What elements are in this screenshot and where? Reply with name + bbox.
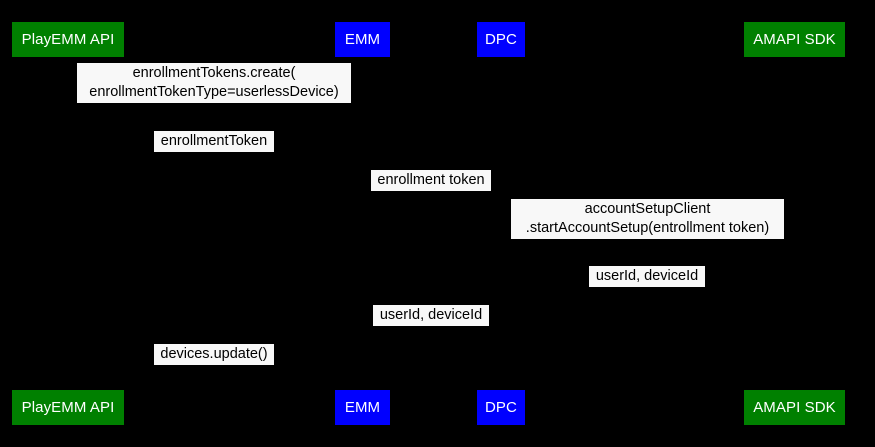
participant-amapi-sdk-bottom: AMAPI SDK <box>744 390 845 425</box>
message-label-5: userId, deviceId <box>589 266 705 287</box>
lifeline-dpc <box>501 57 502 390</box>
arrow-head-2 <box>356 152 363 160</box>
message-label-6: userId, deviceId <box>373 305 489 326</box>
message-arrow-7 <box>68 368 363 369</box>
arrow-head-7 <box>68 365 75 373</box>
participant-emm-bottom: EMM <box>335 390 390 425</box>
participant-playemm-api-bottom: PlayEMM API <box>12 390 124 425</box>
participant-label: PlayEMM API <box>21 31 115 48</box>
participant-label: DPC <box>485 399 517 416</box>
participant-label: EMM <box>344 31 381 48</box>
participant-label: PlayEMM API <box>21 399 115 416</box>
participant-label: EMM <box>344 399 381 416</box>
lifeline-playemm-api <box>68 57 69 390</box>
participant-label: AMAPI SDK <box>753 399 836 416</box>
message-label-line: .startAccountSetup(entrollment token) <box>525 220 770 236</box>
message-arrow-3 <box>363 194 501 195</box>
message-label-line: userId, deviceId <box>379 307 483 323</box>
arrow-head-5 <box>501 287 508 295</box>
arrow-head-3 <box>494 191 501 199</box>
message-label-line: userId, deviceId <box>595 268 699 284</box>
participant-emm-top: EMM <box>335 22 390 57</box>
lifeline-emm <box>363 57 364 390</box>
message-arrow-1 <box>68 110 363 111</box>
message-label-line: enrollmentToken <box>160 133 268 149</box>
participant-dpc-top: DPC <box>477 22 525 57</box>
arrow-head-6 <box>363 326 370 334</box>
message-label-1: enrollmentTokens.create( enrollmentTokenT… <box>77 63 351 103</box>
participant-label: DPC <box>485 31 517 48</box>
participant-playemm-api-top: PlayEMM API <box>12 22 124 57</box>
message-arrow-2 <box>68 155 363 156</box>
message-label-line: accountSetupClient <box>584 201 711 217</box>
message-label-4: accountSetupClient .startAccountSetup(ent… <box>511 199 784 239</box>
participant-dpc-bottom: DPC <box>477 390 525 425</box>
message-arrow-5 <box>501 290 795 291</box>
message-arrow-6 <box>363 329 501 330</box>
message-label-3: enrollment token <box>371 170 491 191</box>
message-label-line: enrollmentTokens.create( <box>132 65 296 81</box>
message-label-line: enrollmentTokenType=userlessDevice) <box>89 84 339 100</box>
participant-label: AMAPI SDK <box>753 31 836 48</box>
message-label-line: devices.update() <box>160 346 268 362</box>
participant-amapi-sdk-top: AMAPI SDK <box>744 22 845 57</box>
arrow-head-4 <box>788 243 795 251</box>
message-label-7: devices.update() <box>154 344 274 365</box>
message-arrow-4 <box>501 246 795 247</box>
message-label-2: enrollmentToken <box>154 131 274 152</box>
lifeline-amapi-sdk <box>795 57 796 390</box>
message-label-line: enrollment token <box>377 172 485 188</box>
arrow-head-1 <box>68 107 75 115</box>
